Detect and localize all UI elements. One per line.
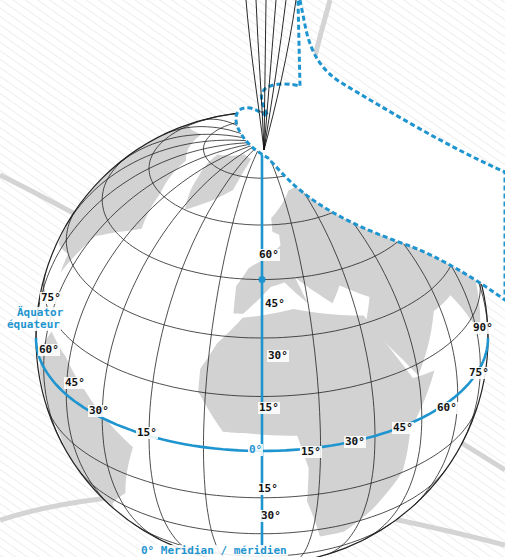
- degree-label: 60°: [258, 249, 280, 261]
- degree-label: 45°: [264, 298, 286, 310]
- equator-label: équateur: [6, 319, 61, 331]
- degree-label: 60°: [436, 402, 458, 414]
- degree-label: 30°: [88, 405, 110, 417]
- meridian-line: [102, 142, 262, 539]
- hand-outline: [236, 0, 505, 300]
- degree-label: 0°: [248, 444, 263, 456]
- degree-label: 15°: [258, 402, 280, 414]
- meridian-label: 0° Meridian / méridien: [140, 545, 288, 557]
- degree-label: 15°: [300, 446, 322, 458]
- degree-label: 30°: [260, 510, 282, 522]
- degree-label: 15°: [257, 483, 279, 495]
- degree-label: 60°: [38, 344, 60, 356]
- degree-label: 75°: [468, 367, 490, 379]
- location-dot: [259, 276, 266, 283]
- degree-label: 75°: [40, 292, 62, 304]
- degree-label: 30°: [267, 350, 289, 362]
- meridian-line: [204, 142, 263, 557]
- strings: [246, 0, 296, 150]
- landmass: [185, 154, 251, 210]
- meridian-line: [44, 142, 262, 444]
- degree-label: 15°: [136, 427, 158, 439]
- degree-label: 90°: [472, 322, 494, 334]
- landmass: [59, 125, 202, 273]
- degree-label: 45°: [392, 422, 414, 434]
- equator-label: Äquator: [16, 307, 64, 319]
- landmass: [40, 332, 139, 528]
- degree-label: 30°: [344, 436, 366, 448]
- degree-label: 45°: [64, 377, 86, 389]
